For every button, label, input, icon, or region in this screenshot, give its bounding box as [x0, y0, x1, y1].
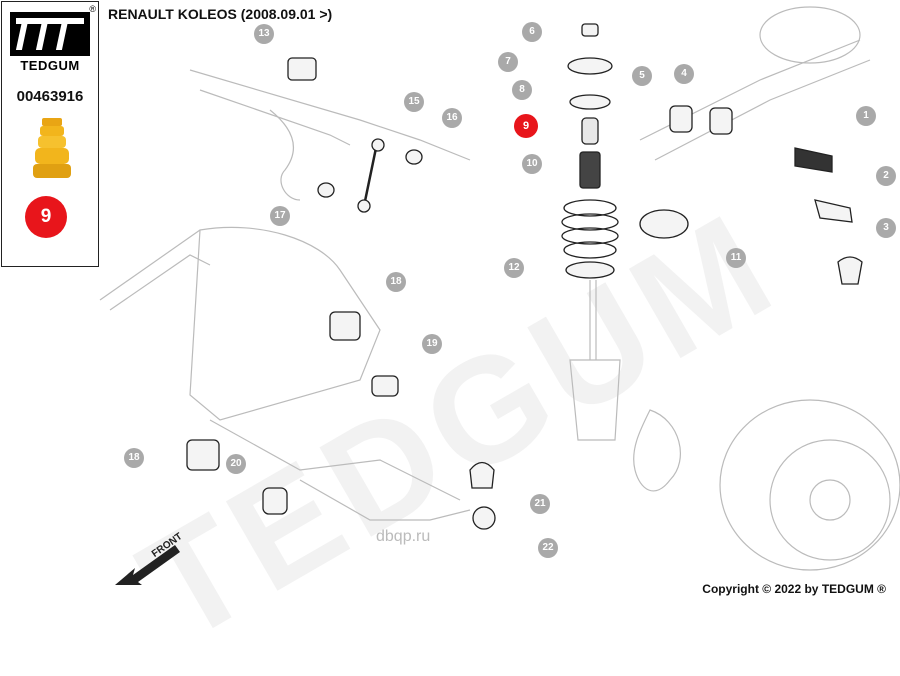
part-number: 00463916	[16, 88, 84, 105]
callout-4[interactable]: 4	[674, 64, 694, 84]
suspension-diagram	[99, 6, 900, 585]
front-arrow-icon	[115, 545, 180, 585]
callout-7[interactable]: 7	[498, 52, 518, 72]
watermark-site: dbqp.ru	[376, 528, 431, 545]
callout-17[interactable]: 17	[270, 206, 290, 226]
callout-15[interactable]: 15	[404, 92, 424, 112]
tedgum-logo-mark	[10, 12, 90, 56]
callout-21[interactable]: 21	[530, 494, 550, 514]
selected-item-badge: 9	[25, 196, 67, 238]
callout-22[interactable]: 22	[538, 538, 558, 558]
callout-9-selected[interactable]: 9	[514, 114, 538, 138]
callout-18-upper[interactable]: 18	[386, 272, 406, 292]
callout-20[interactable]: 20	[226, 454, 246, 474]
tedgum-logo: TEDGUM	[10, 12, 90, 76]
bump-stop-image	[33, 118, 71, 178]
copyright-notice: Copyright © 2022 by TEDGUM ®	[702, 582, 886, 596]
callout-18-lower[interactable]: 18	[124, 448, 144, 468]
brand-name: TEDGUM	[20, 58, 80, 73]
callout-1[interactable]: 1	[856, 106, 876, 126]
callout-3[interactable]: 3	[876, 218, 896, 238]
callout-11[interactable]: 11	[726, 248, 746, 268]
part-info-panel: TEDGUM ® 00463916 9	[1, 1, 99, 267]
callout-6[interactable]: 6	[522, 22, 542, 42]
vehicle-title: RENAULT KOLEOS (2008.09.01 >)	[108, 6, 333, 22]
callout-19[interactable]: 19	[422, 334, 442, 354]
callout-8[interactable]: 8	[512, 80, 532, 100]
registered-mark: ®	[89, 4, 96, 14]
callout-16[interactable]: 16	[442, 108, 462, 128]
callout-2[interactable]: 2	[876, 166, 896, 186]
callout-12[interactable]: 12	[504, 258, 524, 278]
callout-10[interactable]: 10	[522, 154, 542, 174]
callout-13[interactable]: 13	[254, 24, 274, 44]
callout-5[interactable]: 5	[632, 66, 652, 86]
